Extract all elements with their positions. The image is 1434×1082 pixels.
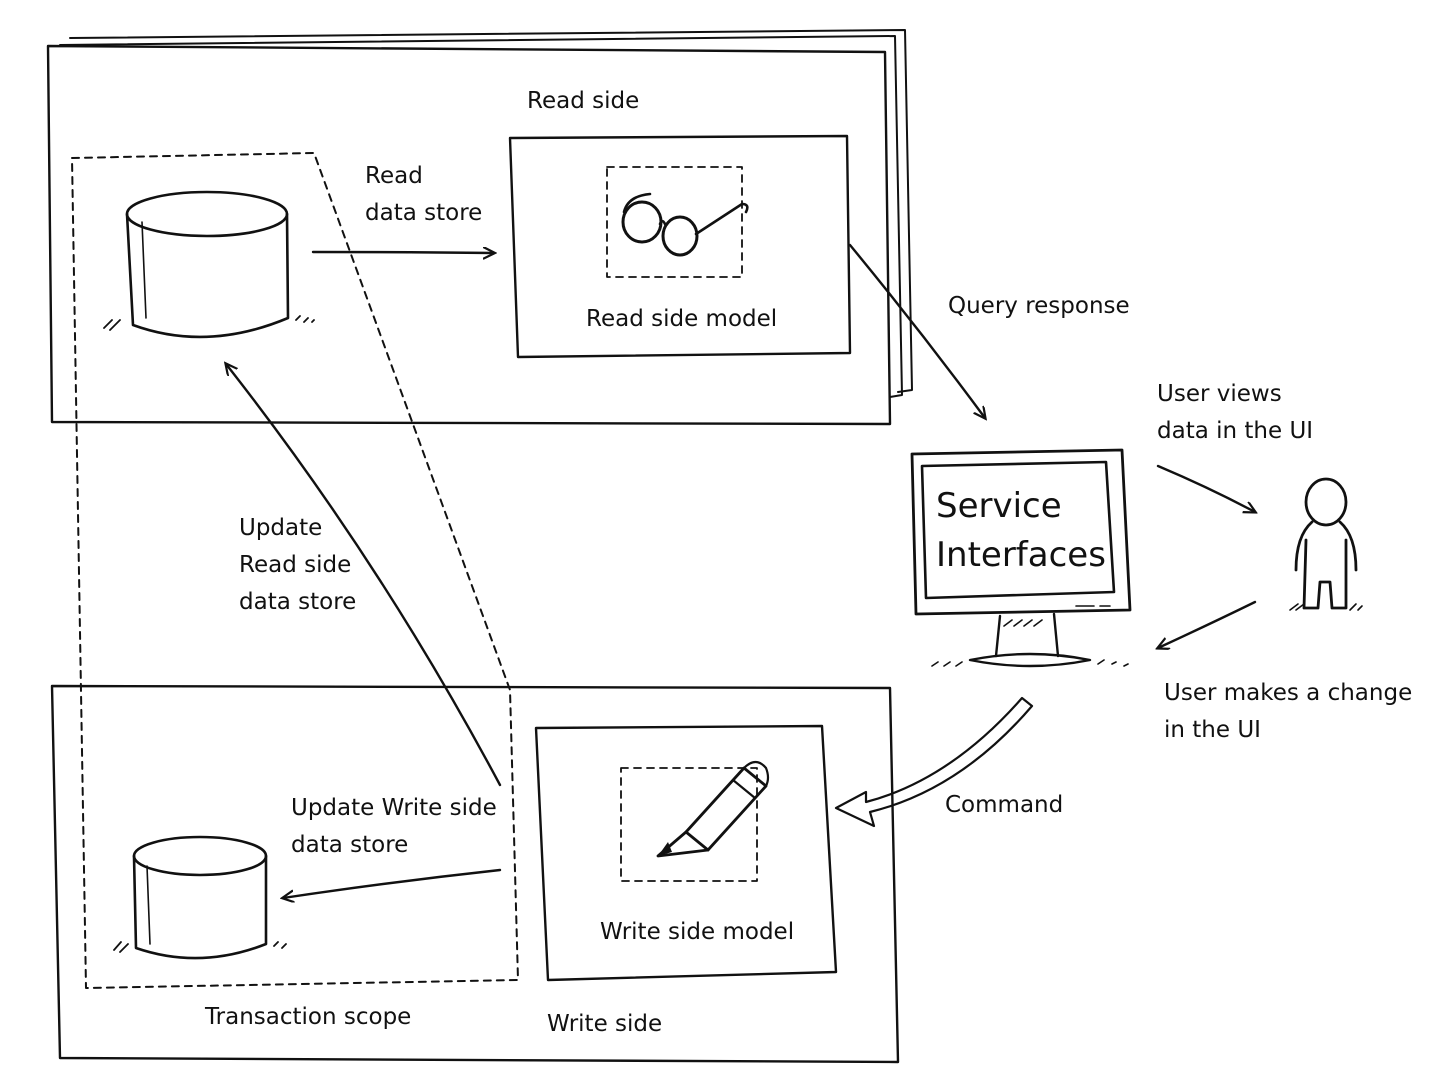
query-response-label: Query response [948,293,1130,319]
update-write-store-label-line2: data store [291,832,408,858]
read-side-label: Read side [527,88,639,114]
read-side-model-label: Read side model [586,306,777,332]
transaction-scope-label: Transaction scope [204,1004,411,1030]
read-data-store-arrow [311,252,494,253]
read-model-icon-frame [606,166,743,278]
update-read-store-label-line3: data store [239,589,356,615]
service-interfaces-label-line1: Service [936,486,1062,526]
user-views-label-line1: User views [1157,381,1282,407]
person-icon [1289,477,1363,611]
read-side-model-box [508,134,852,359]
pencil-icon [656,760,770,858]
user-change-label-line2: in the UI [1164,717,1261,743]
service-interfaces-label-line2: Interfaces [936,535,1106,575]
read-data-store-label-line2: data store [365,200,482,226]
glasses-icon [621,192,749,257]
update-read-store-arrow [226,364,502,787]
command-label: Command [945,792,1063,818]
update-write-store-arrow [283,868,502,898]
write-database-icon [113,835,287,960]
read-database-icon [103,190,315,339]
user-views-arrow [1156,464,1255,512]
user-change-arrow [1158,600,1257,648]
query-response-arrow [848,243,985,418]
update-read-store-label-line1: Update [239,515,322,541]
read-side-panel [46,29,913,426]
write-side-model-box [534,724,838,982]
transaction-scope-outline [71,152,519,989]
update-read-store-label-line2: Read side [239,552,351,578]
update-write-store-label-line1: Update Write side [291,795,497,821]
user-views-label-line2: data in the UI [1157,418,1313,444]
read-data-store-label-line1: Read [365,163,423,189]
command-arrow [834,696,1034,828]
monitor-icon [910,448,1132,668]
write-side-model-label: Write side model [600,919,794,945]
write-side-panel [50,684,900,1064]
user-change-label-line1: User makes a change [1164,680,1412,706]
write-model-icon-frame [620,767,758,882]
write-side-label: Write side [547,1011,662,1037]
